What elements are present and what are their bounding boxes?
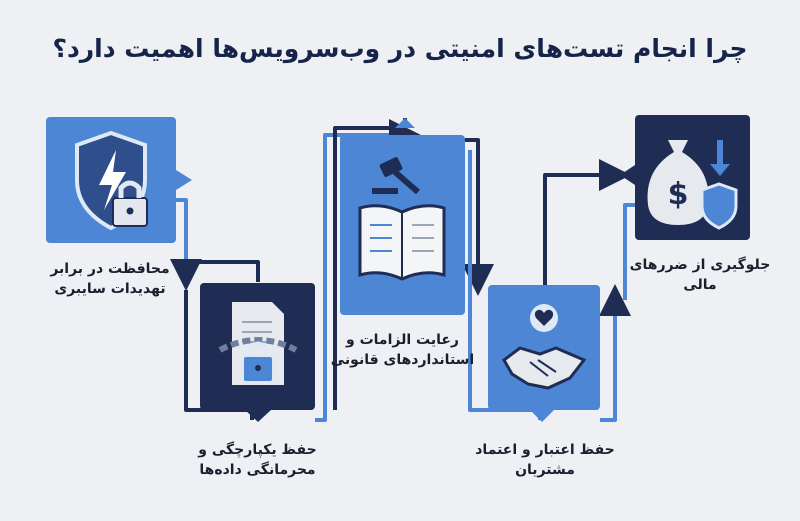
step-label-4-line1: حفظ اعتبار و اعتماد [475,442,615,458]
step-box-3 [340,118,465,315]
step-label-5: جلوگیری از ضررهای مالی [625,255,775,295]
gavel-book-icon [358,157,446,281]
step-label-1-line1: محافظت در برابر [50,261,170,277]
step-label-4: حفظ اعتبار و اعتماد مشتریان [470,440,620,480]
step-label-3-line2: استانداردهای قانونی [330,352,475,368]
step-box-2 [200,283,315,422]
step-label-2: حفظ یکپارچگی و محرمانگی داده‌ها [185,440,330,480]
step-label-1: محافظت در برابر تهدیدات سایبری [40,259,180,299]
step-label-5-line1: جلوگیری از ضررهای [629,257,771,273]
step-label-2-line1: حفظ یکپارچگی و [198,442,317,458]
connector-6 [462,138,494,296]
connector-8 [599,284,631,422]
step-label-3-line1: رعایت الزامات و [346,332,459,348]
connector-10 [623,203,635,300]
step-label-5-line2: مالی [683,277,717,293]
svg-text:$: $ [668,177,689,212]
connector-9 [543,159,631,285]
connector-3 [185,260,260,282]
step-box-5: $ [620,115,750,240]
step-label-2-line2: محرمانگی داده‌ها [199,462,316,478]
shield-lightning-lock-icon [75,130,148,231]
connector-1 [170,198,202,291]
step-box-4 [488,285,600,422]
page-title: چرا انجام تست‌های امنیتی در وب‌سرویس‌ها … [52,34,748,63]
document-chain-lock-icon [218,302,298,385]
step-label-4-line2: مشتریان [515,462,575,478]
step-label-3: رعایت الزامات و استانداردهای قانونی [330,330,475,370]
handshake-heart-icon [502,304,587,390]
step-label-1-line2: تهدیدات سایبری [54,281,166,297]
money-bag-shield-icon: $ [647,140,738,230]
step-box-1 [46,117,192,243]
